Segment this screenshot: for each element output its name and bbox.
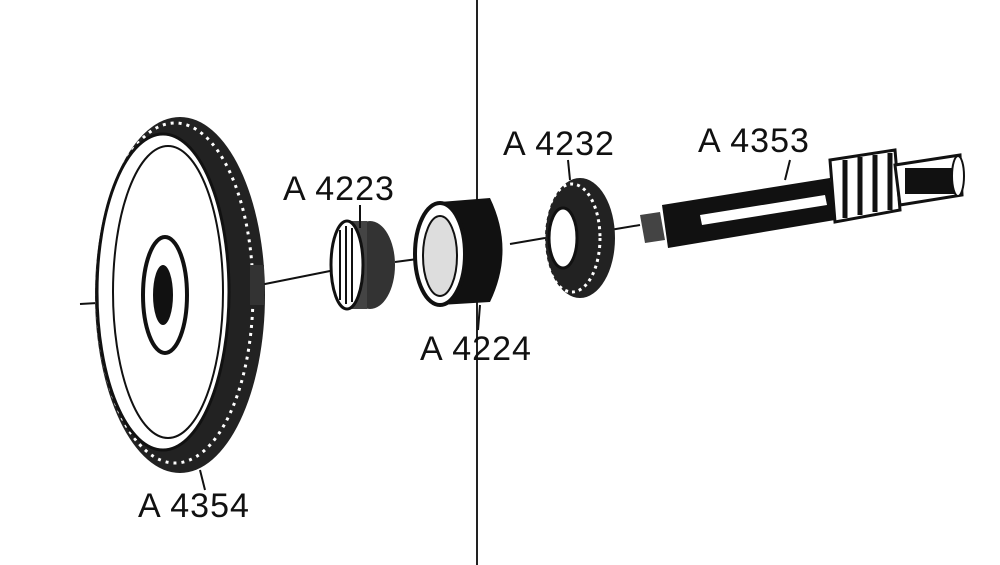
label-a4223: A 4223 [283, 170, 395, 208]
leader-lines [199, 159, 791, 491]
label-a4354: A 4354 [138, 487, 250, 525]
label-a4232: A 4232 [503, 125, 615, 163]
shaft [640, 148, 965, 248]
small-gear [542, 178, 615, 298]
needle-bearing [329, 219, 395, 311]
label-a4353: A 4353 [698, 122, 810, 160]
label-a4224: A 4224 [420, 330, 532, 368]
large-gear [95, 117, 265, 473]
bushing [413, 198, 503, 307]
